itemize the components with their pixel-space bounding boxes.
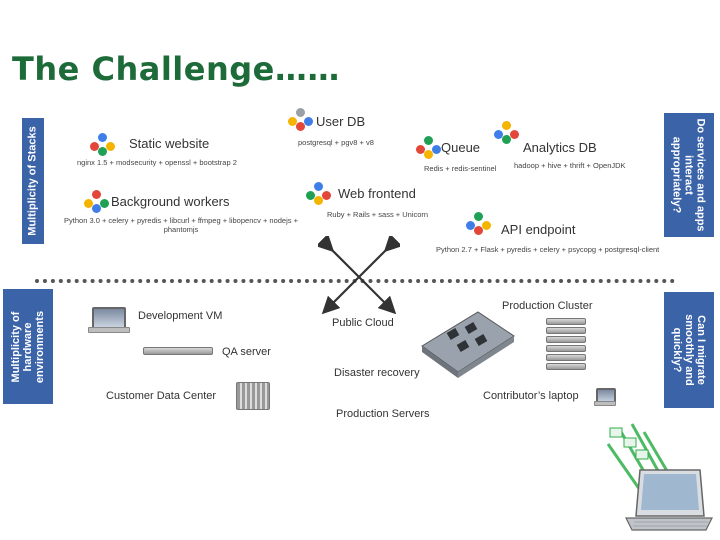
band-text-line-1: Can I migrate	[695, 315, 708, 385]
cube-logo-icon	[306, 182, 332, 205]
web-frontend-stack: Ruby + Rails + sass + Unicorn	[327, 210, 429, 219]
queue-stack: Redis + redis-sentinel	[424, 164, 497, 173]
laptop-base-icon	[594, 401, 616, 406]
cluster-rack-icon-2	[546, 327, 586, 334]
cluster-rack-icon-1	[546, 318, 586, 325]
public-cloud-label: Public Cloud	[332, 317, 394, 329]
production-servers-label: Production Servers	[336, 408, 430, 420]
band-multiplicity-of-hardware: Multiplicity of hardware environments	[3, 289, 53, 404]
band-migrate: Can I migrate smoothly and quickly?	[664, 292, 714, 408]
cluster-rack-icon-4	[546, 345, 586, 352]
contributors-laptop-label: Contributor’s laptop	[483, 390, 579, 402]
customer-data-center-label: Customer Data Center	[106, 390, 217, 402]
analytics-db-stack: hadoop + hive + thrift + OpenJDK	[514, 161, 626, 170]
development-vm-label: Development VM	[138, 310, 223, 322]
server-board-icon	[421, 311, 515, 378]
api-endpoint-title: API endpoint	[501, 222, 576, 237]
band-text-line-3: quickly?	[671, 327, 684, 373]
cube-logo-icon	[494, 121, 520, 144]
cluster-rack-icon-3	[546, 336, 586, 343]
analytics-db-title: Analytics DB	[523, 140, 597, 155]
band-text-line-2: interact	[683, 155, 696, 195]
cube-logo-icon	[84, 190, 110, 213]
background-workers-title: Background workers	[111, 194, 230, 209]
user-db-stack: postgresql + pgv8 + v8	[298, 138, 374, 147]
cube-logo-icon	[90, 133, 116, 156]
cube-logo-icon	[466, 212, 492, 235]
static-website-stack: nginx 1.5 + modsecurity + openssl + boot…	[77, 158, 237, 167]
production-cluster-label: Production Cluster	[502, 300, 593, 312]
cluster-rack-icon-5	[546, 354, 586, 361]
band-text-line-3: environments	[34, 310, 47, 383]
laptop-base-icon	[88, 327, 130, 333]
band-text-line-1: Multiplicity of	[10, 311, 23, 382]
api-endpoint-stack: Python 2.7 + Flask + pyredis + celery + …	[436, 245, 660, 254]
disaster-recovery-label: Disaster recovery	[334, 367, 420, 379]
band-text-line-3: appropriately?	[671, 136, 684, 214]
band-text-line-1: Do services and apps	[695, 118, 708, 232]
web-frontend-title: Web frontend	[338, 186, 416, 201]
blade-chassis-icon	[236, 382, 270, 410]
band-text-line-2: smoothly and	[683, 314, 696, 386]
laptop-icon	[92, 307, 126, 329]
band-text: Multiplicity of Stacks	[27, 126, 40, 236]
band-multiplicity-of-stacks: Multiplicity of Stacks	[22, 118, 44, 244]
cube-logo-icon	[288, 108, 314, 131]
cube-logo-icon	[416, 136, 442, 159]
cluster-rack-icon-6	[546, 363, 586, 370]
qa-server-label: QA server	[222, 346, 271, 358]
band-services-interact: Do services and apps interact appropriat…	[664, 113, 714, 237]
user-db-title: User DB	[316, 114, 366, 129]
rack-server-icon	[143, 347, 213, 355]
static-website-title: Static website	[129, 136, 210, 151]
band-text-line-2: hardware	[22, 322, 35, 371]
laptop-data-stream-icon	[606, 423, 713, 531]
background-workers-stack: Python 3.0 + celery + pyredis + libcurl …	[64, 216, 298, 234]
slide-title: The Challenge……	[12, 50, 340, 88]
cross-arrows-icon	[318, 236, 400, 315]
queue-title: Queue	[441, 140, 481, 155]
